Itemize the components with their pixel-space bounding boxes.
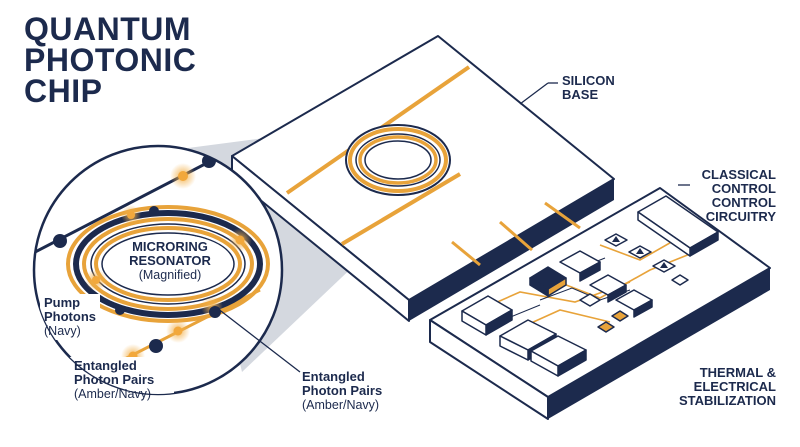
entangled-outer-label: Entangled Photon Pairs (Amber/Navy) — [302, 369, 383, 413]
microring-small — [345, 124, 451, 196]
photons-navy — [53, 154, 221, 381]
leader-lines — [216, 82, 690, 373]
silicon-base-label: SILICON BASE — [562, 73, 615, 102]
waveguide-bottom — [340, 172, 462, 246]
title-line-3: CHIP — [24, 73, 103, 109]
board-components — [461, 195, 719, 377]
title-line-2: PHOTONIC — [24, 42, 197, 78]
entangled-inner-label: Entangled Photon Pairs (Amber/Navy) — [74, 358, 155, 402]
page-title: QUANTUM PHOTONIC CHIP — [24, 11, 197, 109]
classical-control-label: CLASSICAL CONTROL CONTROL CIRCUITRY — [701, 167, 776, 224]
thermal-label: THERMAL & ELECTRICAL STABILIZATION — [678, 365, 776, 408]
microring-label-backing — [108, 234, 232, 290]
pump-photons-label: Pump Photons (Navy) — [44, 295, 96, 339]
interconnect-lines — [451, 201, 581, 267]
triangle-markers — [612, 236, 668, 268]
title-line-1: QUANTUM — [24, 11, 192, 47]
microring-label: MICRORING RESONATOR (Magnified) — [129, 239, 211, 283]
